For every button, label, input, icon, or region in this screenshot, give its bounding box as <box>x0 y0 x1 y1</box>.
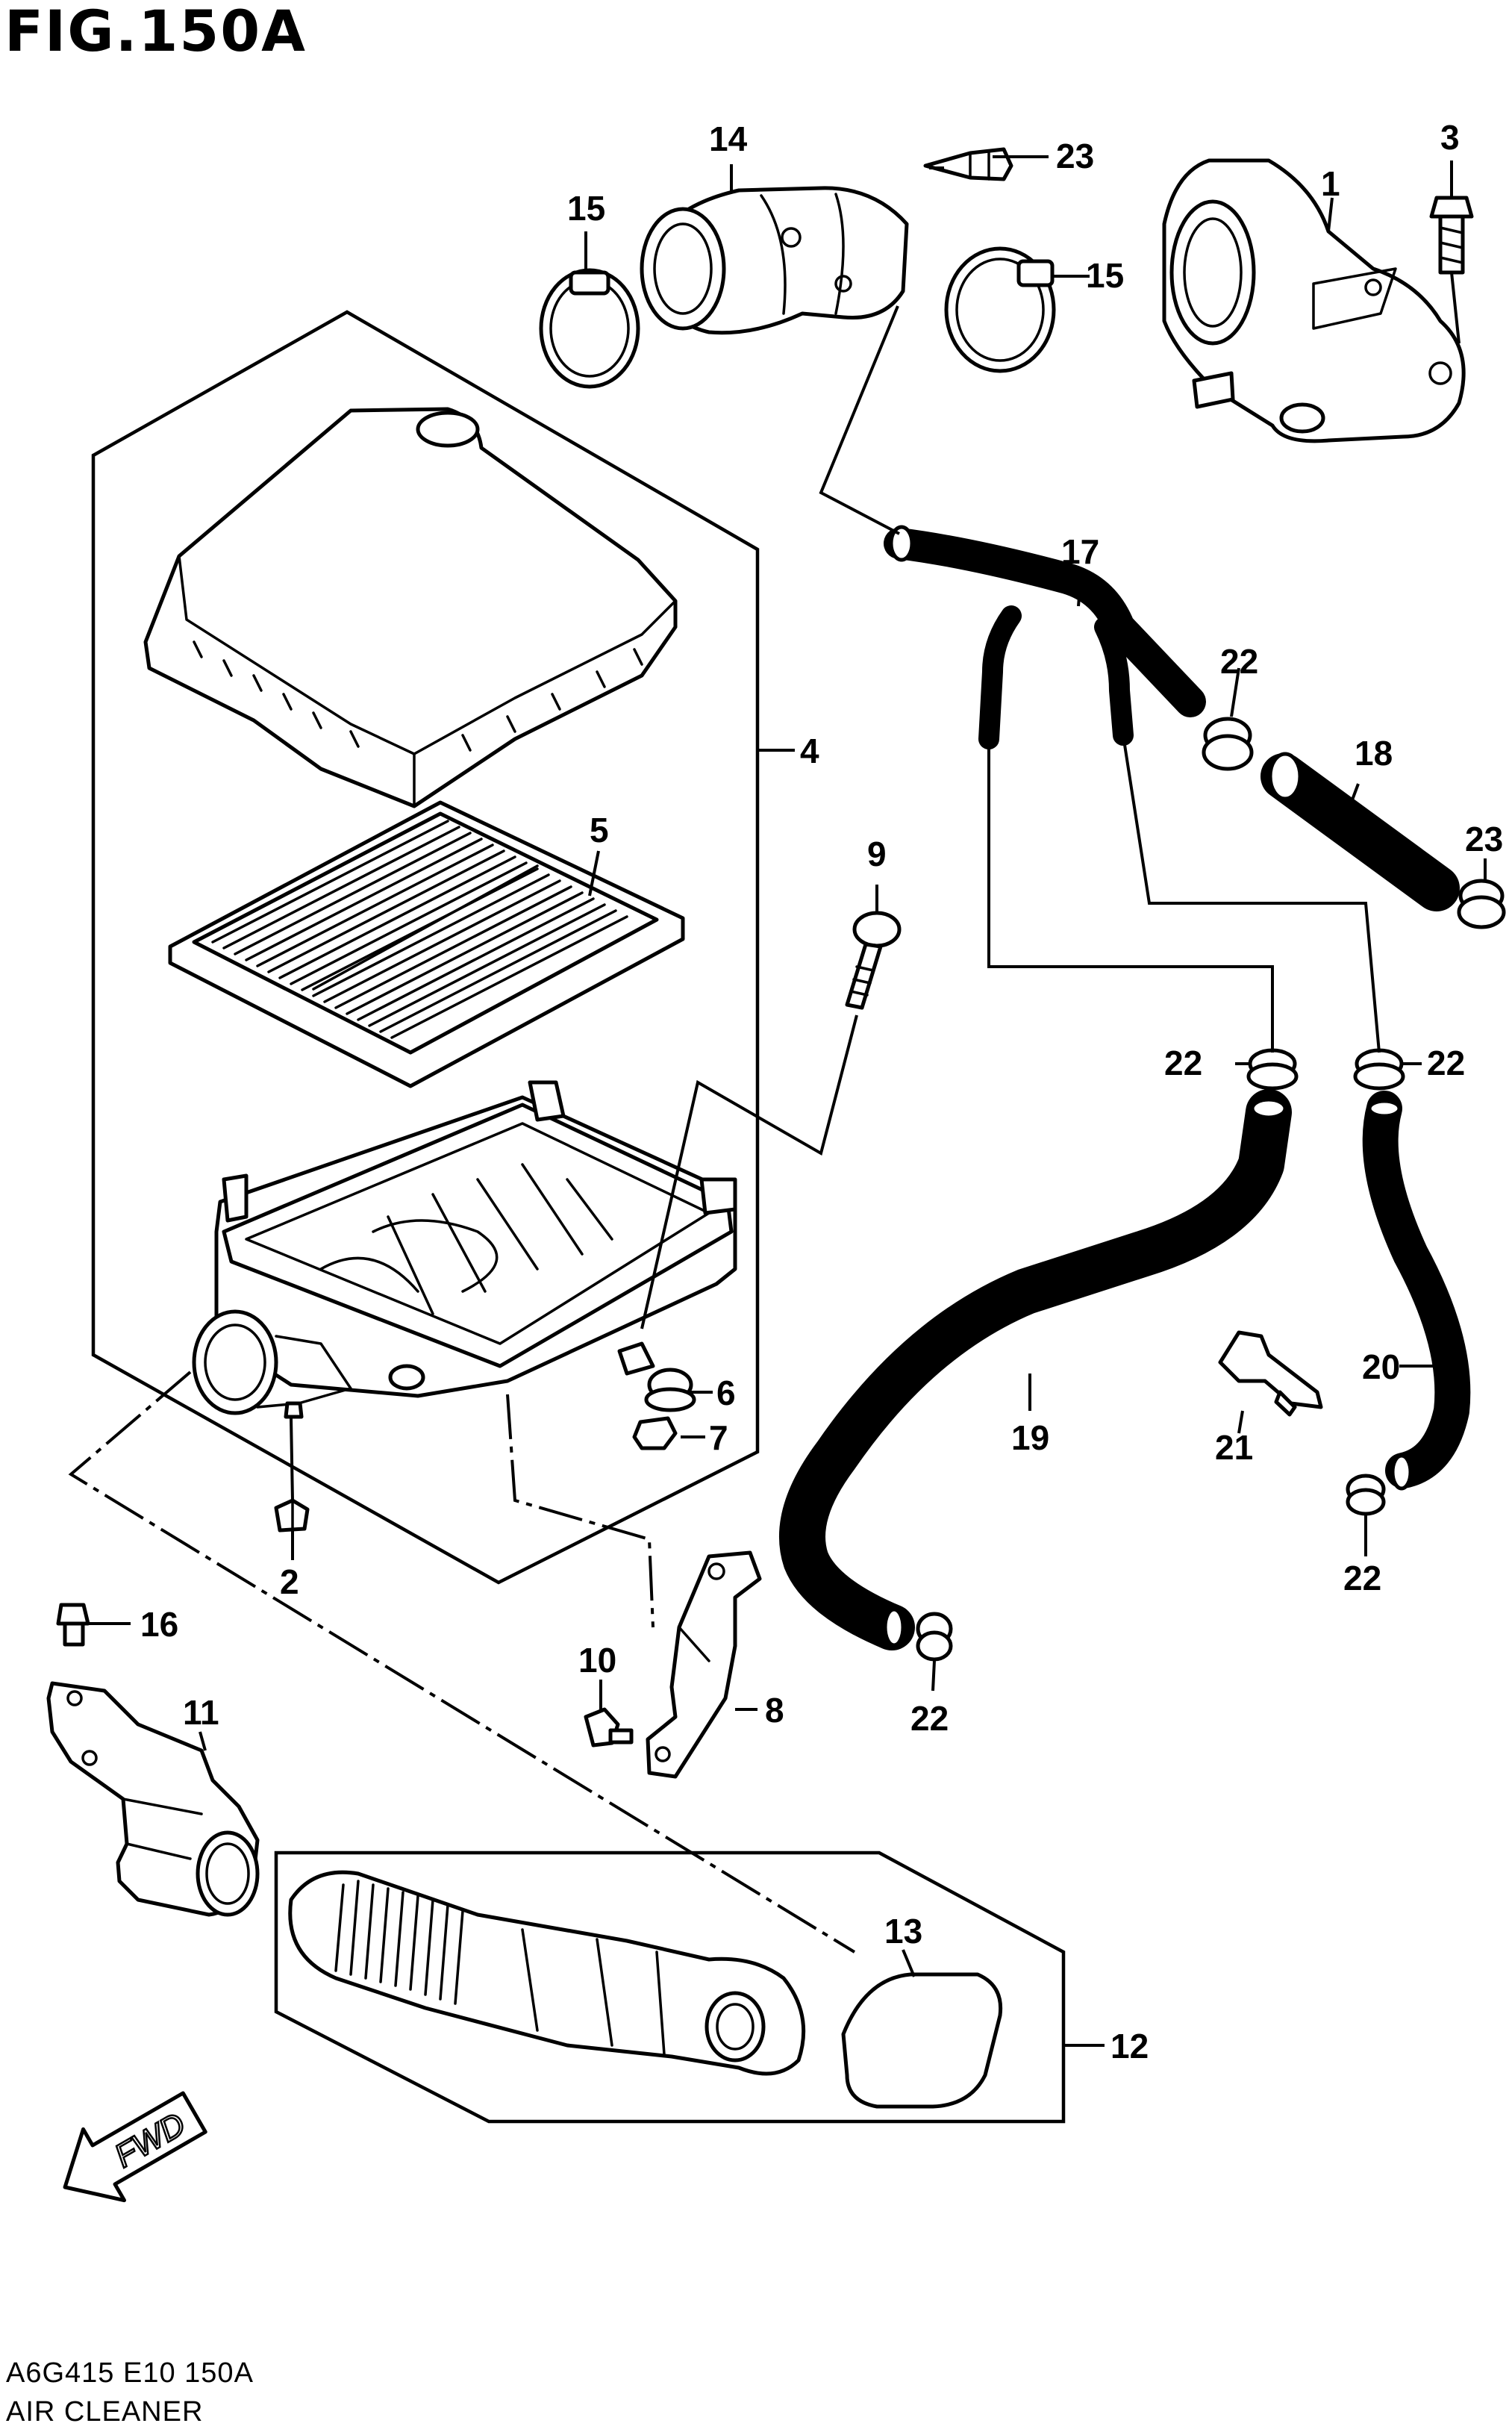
callout-1: 1 <box>1321 164 1340 203</box>
callout-7: 7 <box>709 1418 728 1457</box>
hose-clip-part-22-a <box>1246 1048 1299 1091</box>
callout-22-c: 22 <box>1343 1559 1381 1597</box>
callout-12: 12 <box>1110 2027 1149 2065</box>
air-cleaner-lower-case <box>192 1080 737 1419</box>
hose-part-18 <box>1260 752 1460 911</box>
callout-16: 16 <box>140 1605 178 1644</box>
bolt-part-9 <box>845 911 902 1010</box>
callout-10: 10 <box>578 1641 616 1680</box>
bolt-part-16 <box>56 1603 90 1647</box>
intake-elbow-part-14 <box>640 186 909 335</box>
callout-numbers: 1 2 3 4 5 6 7 8 9 10 11 12 13 14 15 15 1… <box>140 118 1503 2065</box>
breather-pipe-part-17 <box>884 525 1206 749</box>
callout-19: 19 <box>1011 1418 1049 1457</box>
callout-23-upper: 22 <box>1220 642 1258 681</box>
hose-clip-part-23-lower <box>1457 879 1506 929</box>
callout-4: 4 <box>800 732 819 770</box>
mount-part-2 <box>274 1498 310 1533</box>
figure-title: FIG.150A <box>4 0 307 64</box>
hose-part-19 <box>779 1089 1292 1650</box>
forward-arrow-icon: FWD <box>63 2091 207 2203</box>
callout-21: 21 <box>1215 1428 1253 1467</box>
resonator-duct-part-11 <box>46 1681 260 1917</box>
hose-clip-part-22-b <box>1353 1048 1405 1091</box>
callout-15-left: 15 <box>567 189 605 228</box>
bolt-part-10 <box>584 1707 634 1747</box>
callout-15-right: 15 <box>1086 256 1124 295</box>
clip-part-21 <box>1218 1330 1323 1417</box>
callout-11: 11 <box>183 1693 219 1732</box>
callout-23-lower: 23 <box>1465 820 1503 858</box>
outlet-hose-assembly-frame <box>274 1851 1066 2124</box>
hose-clamp-part-15-right <box>944 246 1056 373</box>
callout-13: 13 <box>884 1912 922 1951</box>
drawing-code: A6G415 E10 150A <box>6 2357 254 2389</box>
callout-3: 3 <box>1440 118 1460 157</box>
hose-clip-part-22-c <box>1346 1474 1386 1516</box>
callout-20: 20 <box>1362 1347 1400 1386</box>
callout-14: 14 <box>709 119 748 158</box>
callout-18: 18 <box>1355 734 1393 773</box>
callout-17: 17 <box>1061 532 1099 571</box>
hose-clip-part-23-upper <box>1202 717 1254 771</box>
air-filter-element <box>168 800 685 1088</box>
air-cleaner-assembly-frame <box>91 310 760 1585</box>
callout-22-b: 22 <box>1427 1044 1465 1082</box>
callout-8: 8 <box>765 1691 784 1730</box>
callout-22-a: 22 <box>1164 1044 1202 1082</box>
grommet-part-6 <box>644 1368 696 1412</box>
bolt-part-3 <box>1429 196 1474 275</box>
leader-lines <box>86 155 1487 2047</box>
callout-24: 23 <box>1056 137 1094 175</box>
cover-part-13 <box>841 1972 1003 2109</box>
callout-2: 2 <box>280 1562 299 1601</box>
hose-clamp-part-15-left <box>539 268 640 389</box>
inlet-body-part-1 <box>1162 158 1466 443</box>
air-cleaner-upper-case <box>143 407 678 808</box>
bracket-part-8 <box>646 1550 762 1779</box>
diagram-name: AIR CLEANER <box>6 2396 204 2428</box>
outlet-hose-part-12 <box>288 1870 806 2076</box>
callout-22-d: 22 <box>910 1699 949 1738</box>
assembly-4-to-8-link <box>506 1394 655 1628</box>
hose-part-20 <box>1362 1091 1471 1491</box>
hose-clip-part-22-d <box>916 1612 953 1662</box>
grommet-part-7 <box>632 1416 678 1450</box>
callout-6: 6 <box>716 1374 736 1412</box>
callout-9: 9 <box>867 835 887 873</box>
sensor-part-24 <box>923 147 1013 181</box>
assembly-4-to-12-link <box>68 1371 856 1954</box>
callout-5: 5 <box>590 811 609 849</box>
